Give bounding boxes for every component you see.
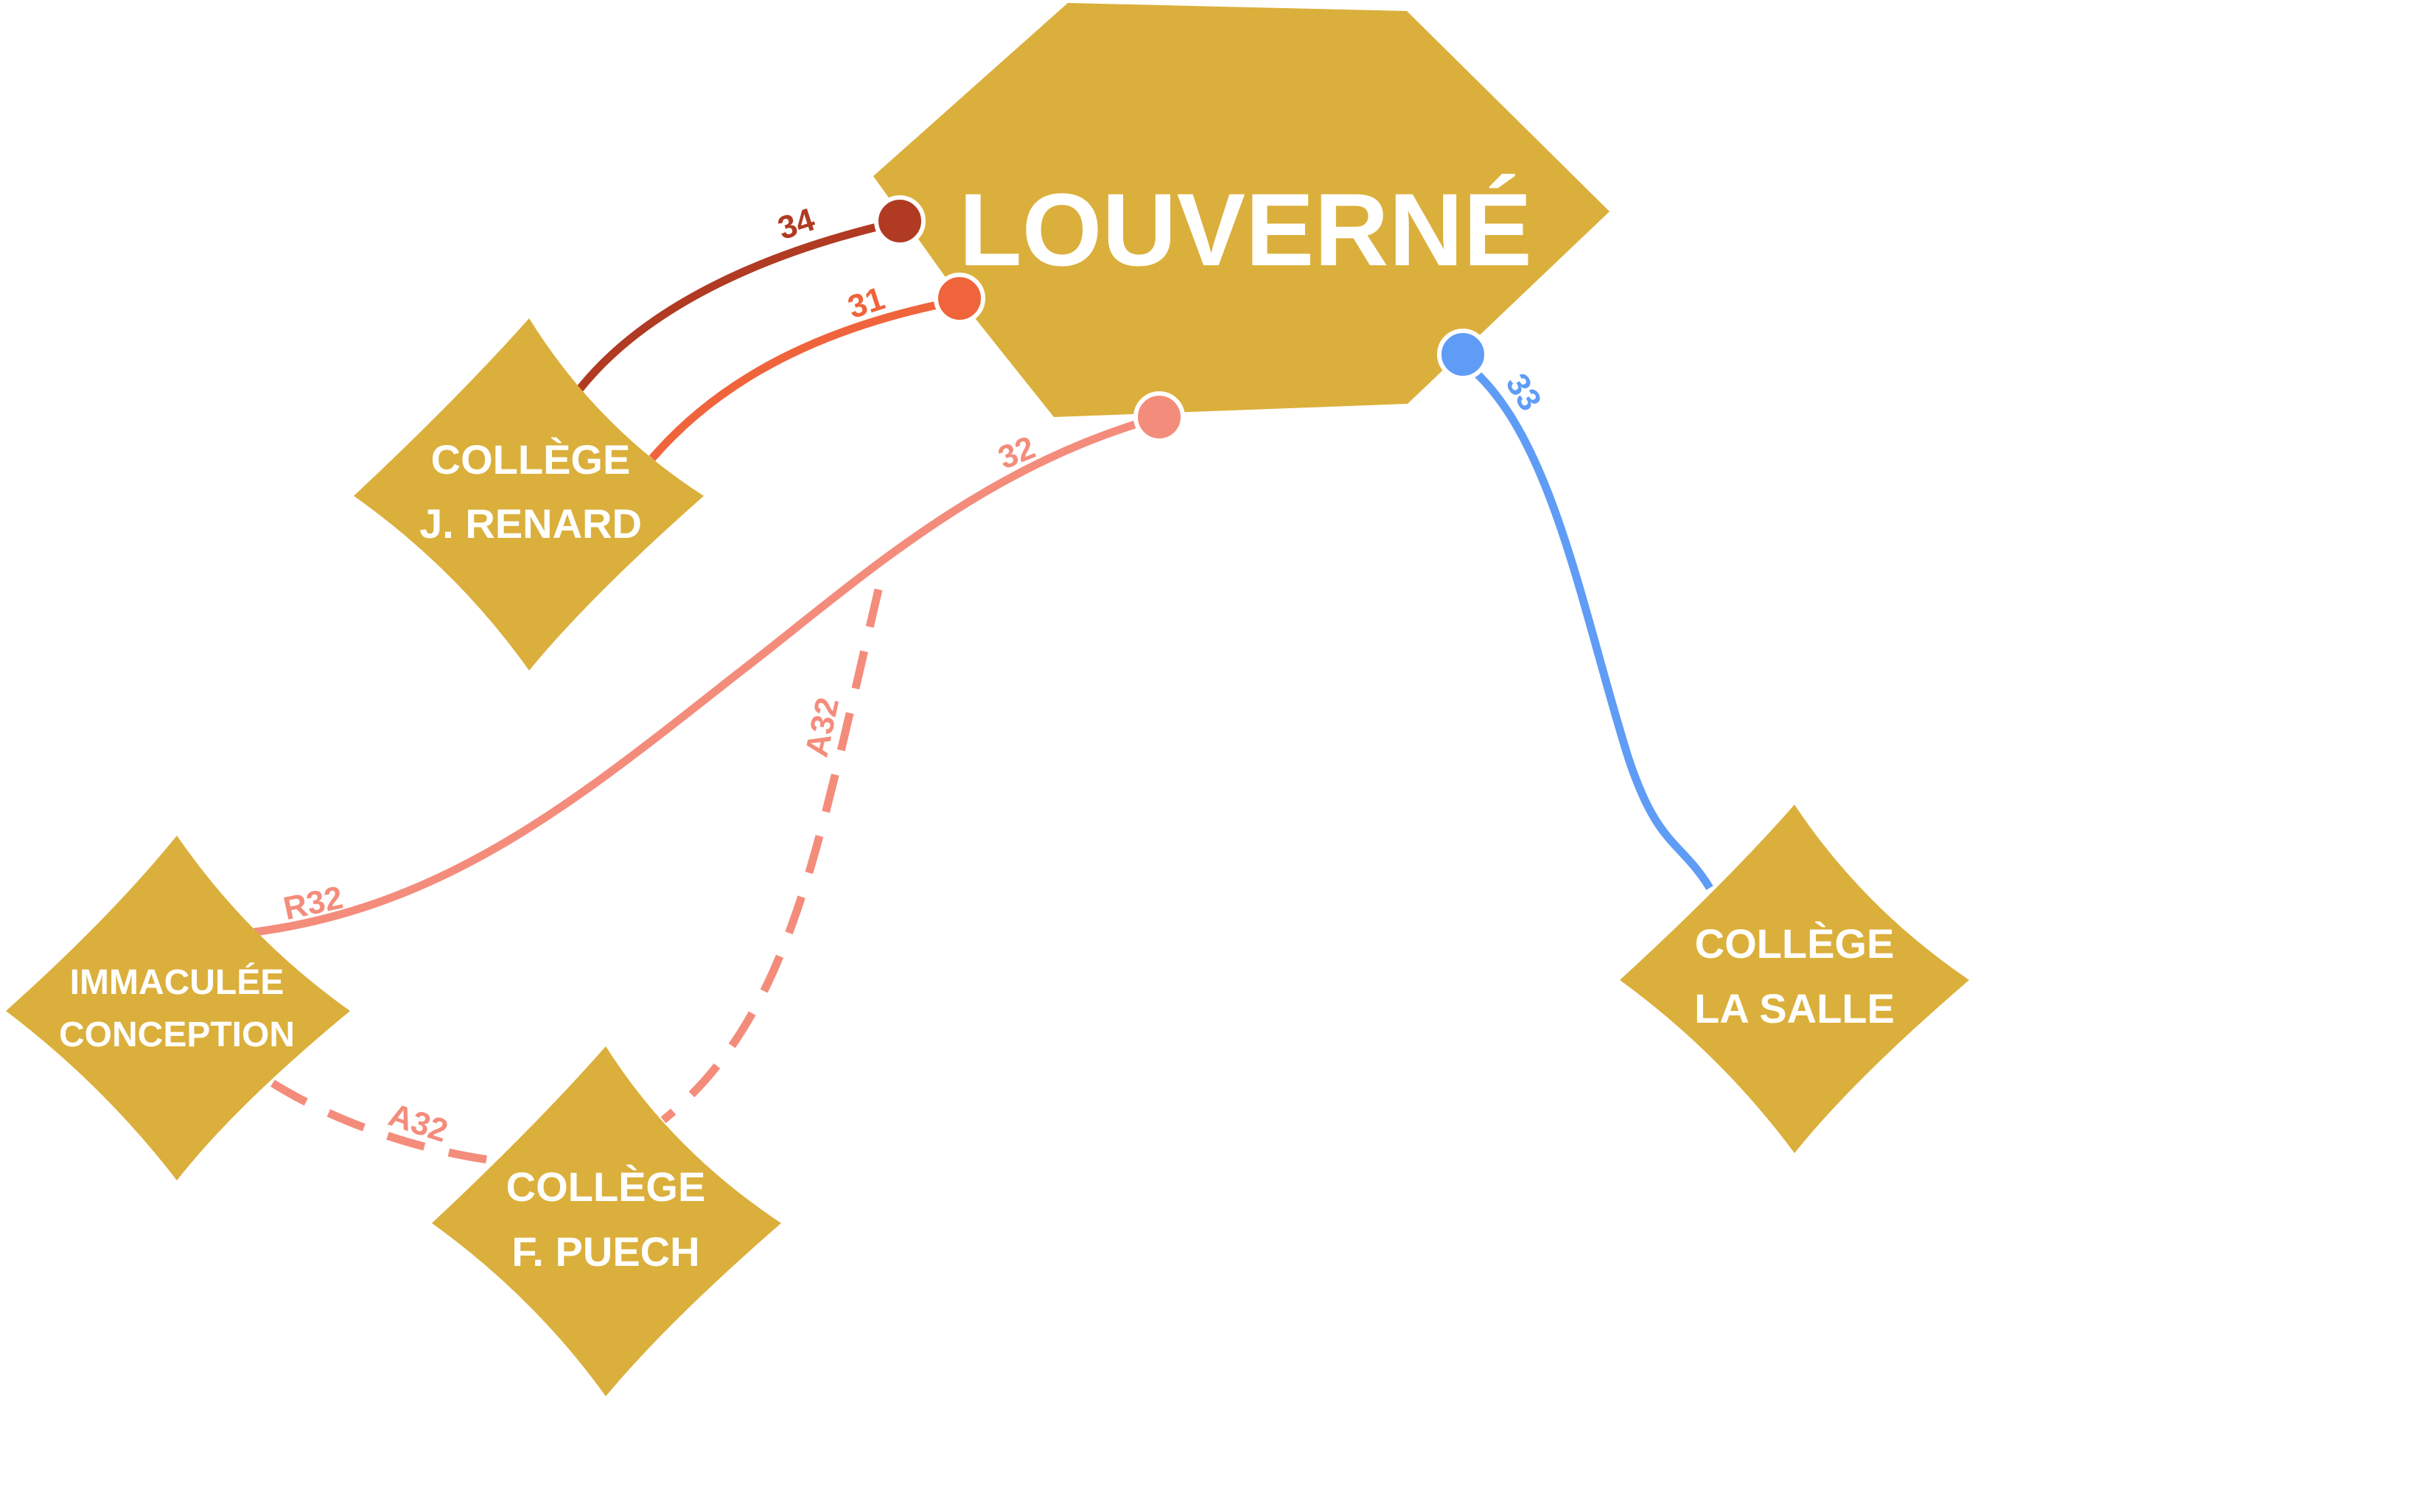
route-34-line bbox=[575, 218, 897, 393]
route-31-line bbox=[649, 298, 952, 461]
stop-34-dot bbox=[874, 195, 926, 247]
node-lasalle-label-line1: COLLÈGE bbox=[1695, 920, 1895, 967]
stop-32-dot bbox=[1133, 391, 1185, 443]
route-a32-vertical-label: A32 bbox=[798, 694, 846, 760]
route-34-label: 34 bbox=[774, 201, 819, 247]
node-lasalle-label-line2: LA SALLE bbox=[1694, 985, 1895, 1032]
route-a32-bottom-line bbox=[270, 1079, 494, 1165]
stop-31-dot bbox=[934, 273, 985, 324]
node-lasalle-shape bbox=[1620, 805, 1969, 1153]
node-renard-label-line1: COLLÈGE bbox=[431, 436, 631, 483]
route-32-line bbox=[254, 416, 1151, 937]
node-puech-label-line2: F. PUECH bbox=[511, 1228, 699, 1275]
node-puech-shape bbox=[432, 1046, 781, 1396]
node-immaculee-label-line1: IMMACULÉE bbox=[70, 962, 284, 1002]
hub-louverne-shape bbox=[873, 3, 1610, 417]
route-r32-label: R32 bbox=[280, 879, 346, 927]
route-33-line bbox=[1475, 371, 1713, 890]
stop-33-dot bbox=[1437, 329, 1489, 380]
node-immaculee-shape bbox=[6, 836, 350, 1180]
node-immaculee-label-line2: CONCEPTION bbox=[59, 1015, 295, 1054]
node-renard-label-line2: J. RENARD bbox=[419, 500, 642, 547]
route-a32-vertical-line bbox=[660, 588, 883, 1124]
node-renard-shape bbox=[354, 318, 704, 671]
node-puech-label-line1: COLLÈGE bbox=[506, 1163, 706, 1210]
hub-louverne-label: LOUVERNÉ bbox=[959, 172, 1532, 287]
